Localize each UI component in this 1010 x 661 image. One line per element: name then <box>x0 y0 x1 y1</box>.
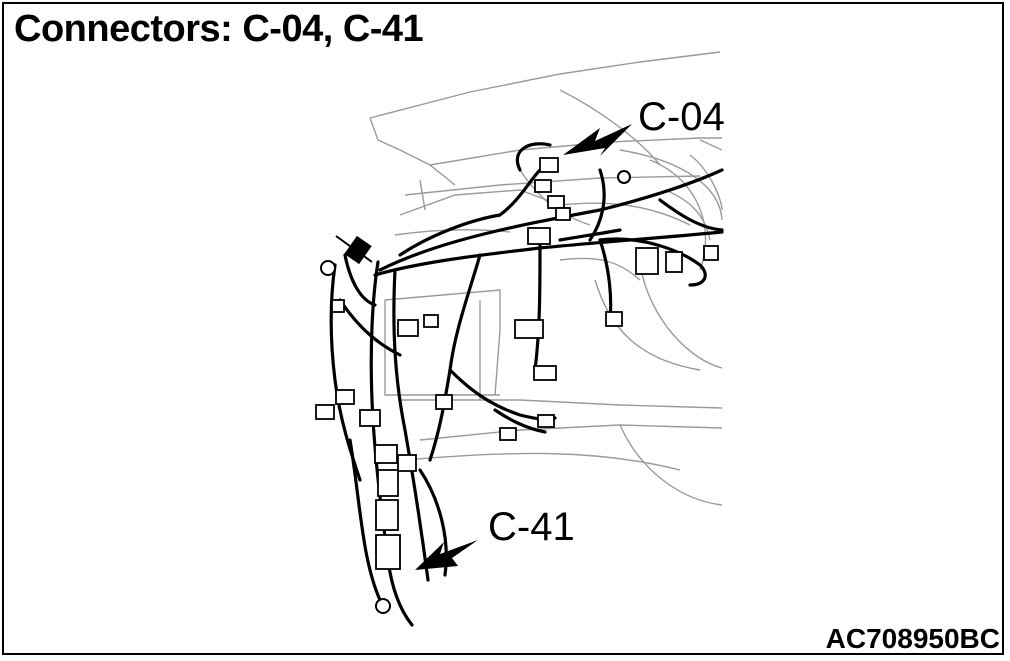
diagram-title: Connectors: C-04, C-41 <box>14 8 424 50</box>
dashboard-outline <box>369 51 723 506</box>
ring-terminals <box>320 170 631 614</box>
arrow-c41 <box>415 540 478 570</box>
arrow-c04 <box>563 124 632 156</box>
callout-c04-label: C-04 <box>638 95 725 139</box>
figure-code: AC708950BC <box>825 623 1000 654</box>
grommet <box>335 235 373 265</box>
connector-blocks <box>315 157 719 570</box>
callout-c41-label: C-41 <box>488 505 575 549</box>
